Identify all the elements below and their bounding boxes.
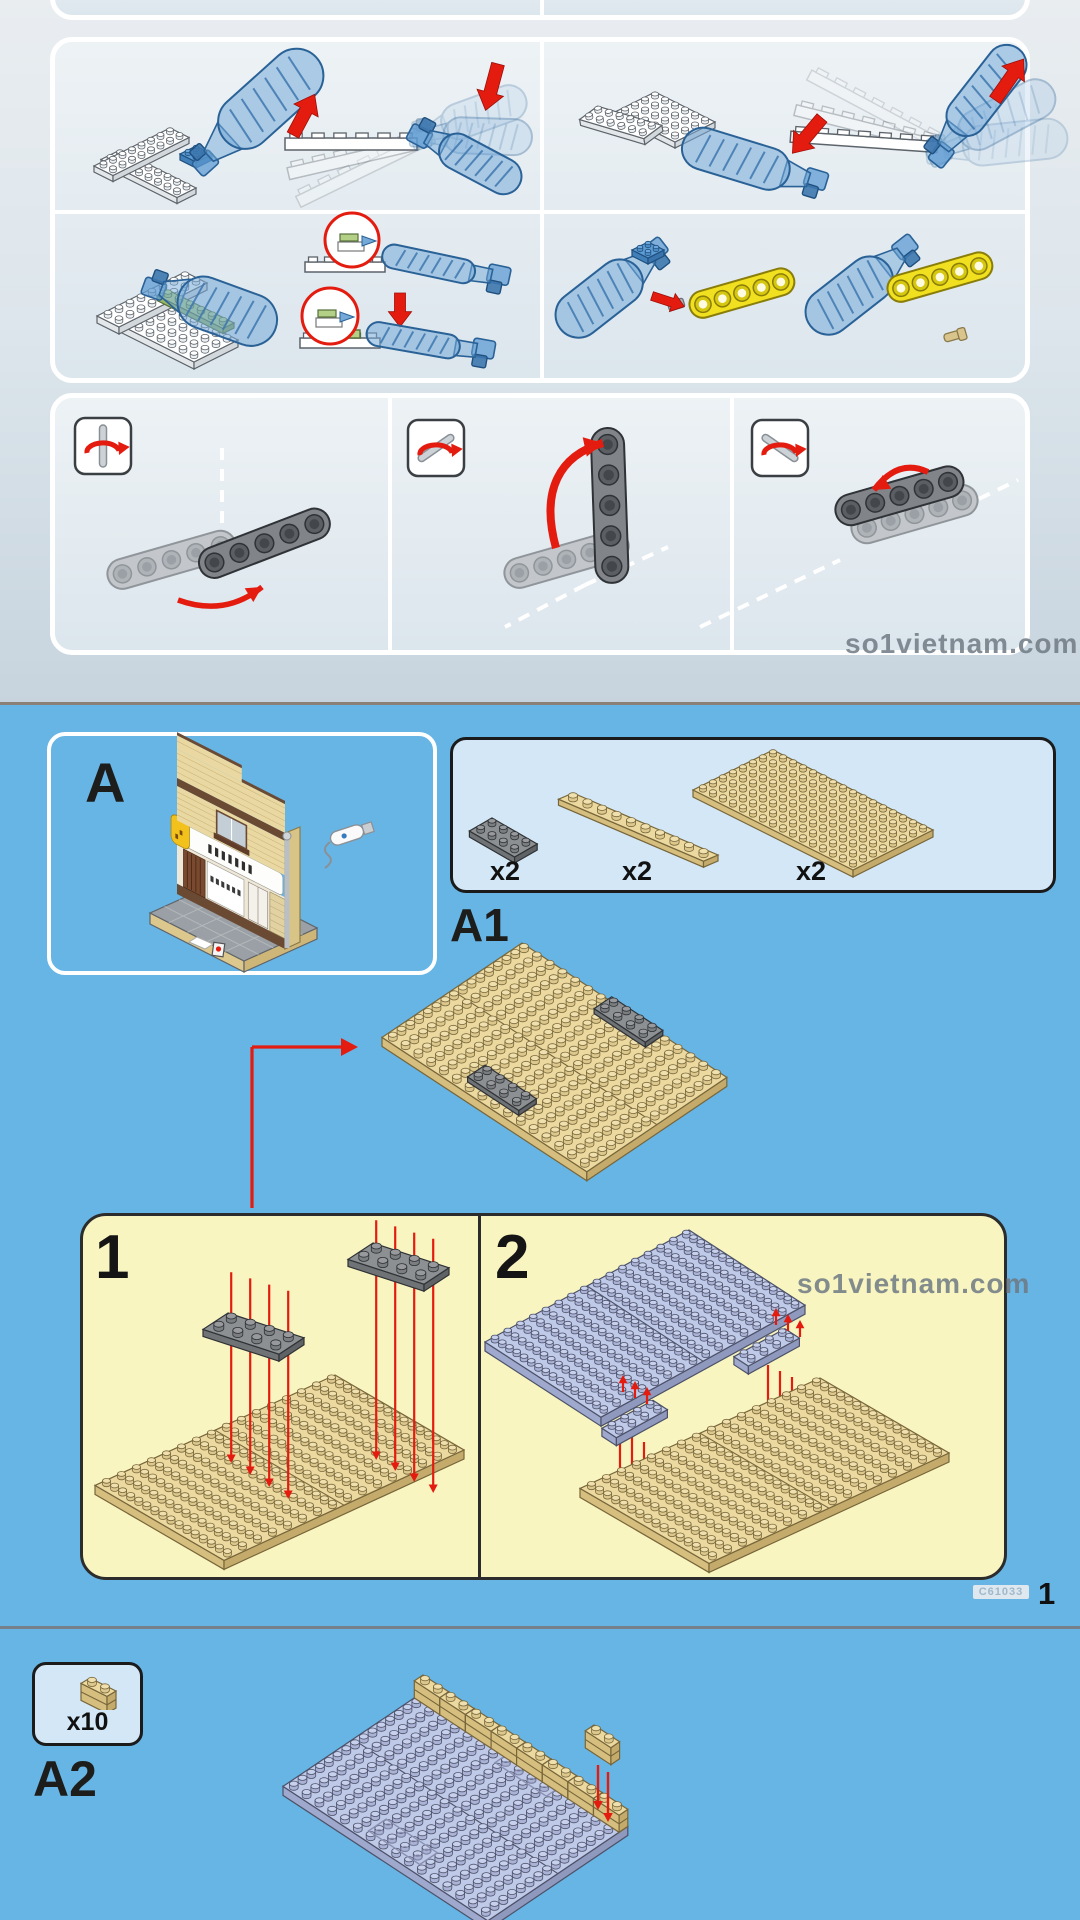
- module-a-label: A: [85, 751, 126, 814]
- part-count-a2: x10: [66, 1708, 109, 1736]
- section-divider-2: [0, 1626, 1080, 1629]
- step-a2-label: A2: [33, 1751, 97, 1807]
- section-divider-1: [0, 702, 1080, 705]
- step-a2-diagram: [281, 1674, 629, 1920]
- watermark-top: so1vietnam.com: [845, 628, 1079, 659]
- step-a1-label: A1: [450, 899, 509, 951]
- set-code-badge: C61033: [973, 1585, 1029, 1599]
- inset-step-1-number: 1: [95, 1223, 130, 1292]
- part-count-3: x2: [795, 856, 827, 886]
- tool-hint-panel-1: [50, 37, 1030, 383]
- step-a1-diagram: [250, 942, 728, 1208]
- watermark-middle: so1vietnam.com: [797, 1268, 1031, 1299]
- tool-hint-panel-0: [50, 0, 1030, 20]
- part-count-2: x2: [621, 856, 653, 886]
- inset-step-2-number: 2: [495, 1223, 530, 1292]
- page-number: 1: [1038, 1576, 1056, 1611]
- panel1-horizontal-divider: [55, 210, 1025, 214]
- rotation-hint-panel: [50, 393, 1030, 655]
- parts-box-a1: [450, 737, 1056, 893]
- inset-steps-divider: [478, 1215, 481, 1578]
- part-count-1: x2: [489, 856, 521, 886]
- panel2-divider-1: [388, 398, 392, 650]
- panel2-divider-2: [730, 398, 734, 650]
